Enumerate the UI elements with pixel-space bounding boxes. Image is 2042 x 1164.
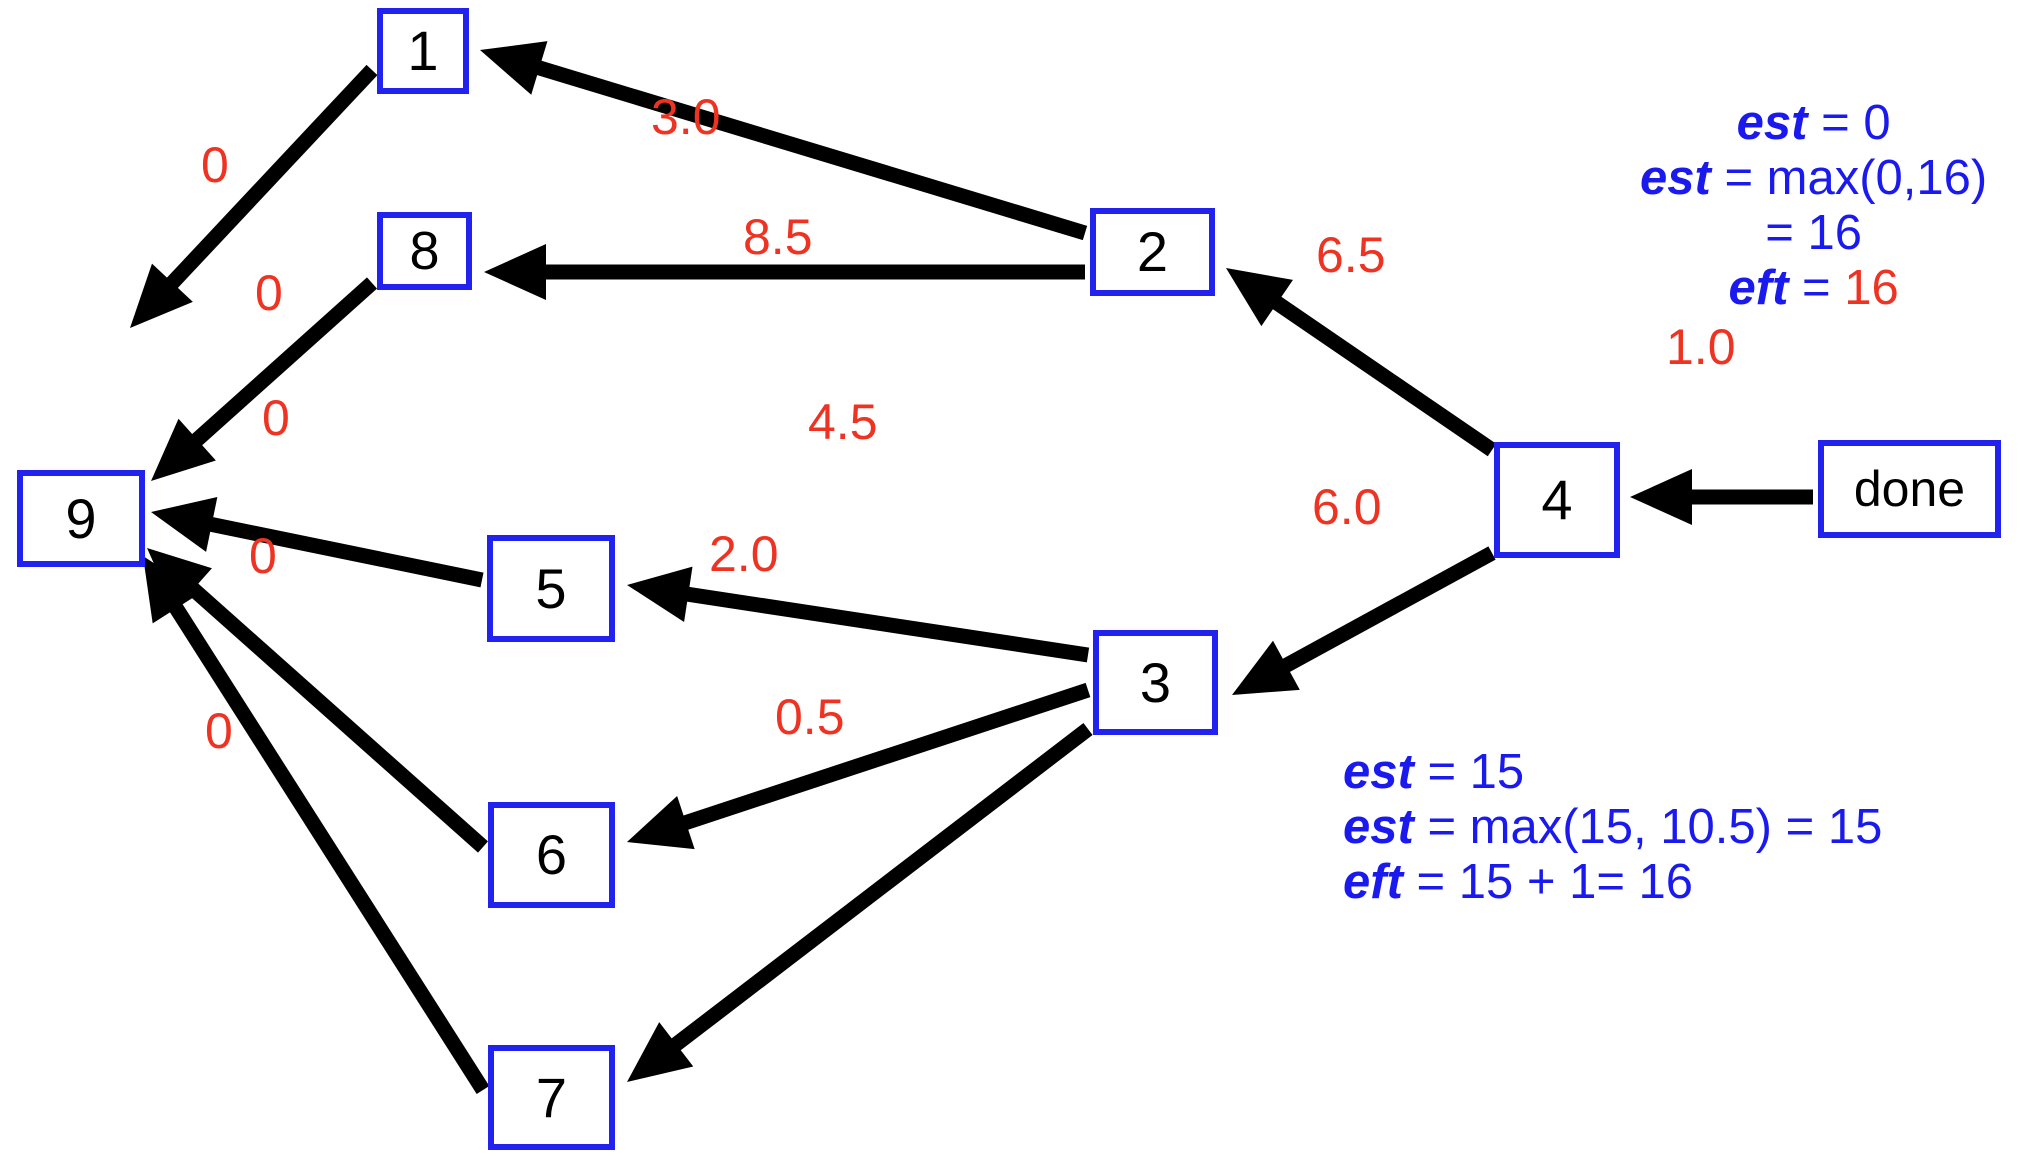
node-label: 6 (535, 823, 568, 886)
annotation-run: = 15 (1413, 745, 1525, 799)
node-3[interactable]: 3 (1093, 630, 1218, 735)
edge-weight-e6_9: 0 (249, 528, 277, 584)
annotation-line: = 16 (1640, 206, 1987, 261)
edge-weight-e3_7: 0.5 (775, 689, 845, 745)
annotation-run: = max(0,16) (1710, 150, 1988, 205)
annotation-line: est = max(15, 10.5) = 15 (1343, 800, 1882, 855)
edge-weight-e2_1: 3.0 (651, 89, 721, 145)
node-6[interactable]: 6 (488, 802, 615, 908)
edge-e3_7 (627, 723, 1093, 1082)
node-label: 5 (535, 556, 567, 620)
edge-e7_9 (143, 556, 490, 1095)
annotation-run: est (1736, 96, 1808, 150)
edge-e2_8 (484, 244, 1085, 300)
node-1[interactable]: 1 (377, 8, 469, 94)
annotation-run: = 16 (1765, 205, 1862, 260)
node-label: 9 (65, 486, 97, 550)
edge-e4_3 (1232, 546, 1496, 695)
edge-e3_5 (627, 566, 1090, 663)
annotation-run: = 0 (1807, 96, 1891, 150)
annotation-line: est = 15 (1343, 745, 1882, 800)
annotation-run: est (1640, 150, 1711, 205)
annotation-run: est (1343, 745, 1414, 799)
edge-weight-e4_3: 6.0 (1312, 479, 1382, 535)
node-label: done (1853, 461, 1966, 517)
edge-weight-e7_9: 0 (205, 703, 233, 759)
edge-e5_9 (151, 497, 484, 588)
node-7[interactable]: 7 (488, 1045, 615, 1150)
edge-edone_4 (1630, 469, 1813, 525)
annotation-run: 16 (1844, 260, 1899, 315)
edge-e1_9 (130, 64, 378, 328)
edge-weight-e8_9: 0 (255, 265, 283, 321)
annotation-line: eft = 15 + 1= 16 (1343, 855, 1882, 910)
edge-e8_9 (151, 277, 378, 481)
annotation-line: est = 0 (1640, 96, 1987, 151)
node-label: 1 (407, 19, 439, 82)
edge-weight-e4_2: 6.5 (1316, 227, 1386, 283)
node-label: 7 (535, 1065, 568, 1129)
node-label: 8 (409, 221, 440, 281)
node-label: 4 (1541, 468, 1573, 531)
node-label: 3 (1139, 650, 1172, 714)
annotation-run: est (1343, 799, 1414, 854)
edge-weight-e5_9: 0 (262, 390, 290, 446)
edge-weight-e2_8: 8.5 (743, 209, 813, 265)
node-label: 2 (1136, 220, 1169, 283)
edge-e2_1 (480, 41, 1088, 241)
edge-weight-e1_9: 0 (201, 137, 229, 193)
node-done[interactable]: done (1818, 440, 2001, 538)
annotation-run: eft (1728, 260, 1789, 315)
node-5[interactable]: 5 (487, 535, 615, 642)
edge-weight-e3_5: 4.5 (808, 394, 878, 450)
edge-e4_2 (1226, 268, 1497, 457)
node-9[interactable]: 9 (17, 470, 145, 567)
annotation-run: = 15 + 1= 16 (1402, 854, 1694, 909)
annotation-run: = (1788, 260, 1845, 315)
node-4[interactable]: 4 (1494, 442, 1620, 558)
annotation-run: eft (1343, 854, 1403, 909)
annotation-line: eft = 16 (1640, 261, 1987, 316)
edge-e6_9 (147, 548, 488, 853)
edge-weight-edone_4: 1.0 (1666, 319, 1736, 375)
node-2[interactable]: 2 (1090, 208, 1215, 296)
annotation-run: = max(15, 10.5) = 15 (1413, 799, 1883, 854)
edge-weight-e3_6: 2.0 (709, 526, 779, 582)
edge-e3_6 (627, 682, 1091, 850)
annotation-line: est = max(0,16) (1640, 151, 1987, 206)
node-8[interactable]: 8 (377, 212, 472, 290)
